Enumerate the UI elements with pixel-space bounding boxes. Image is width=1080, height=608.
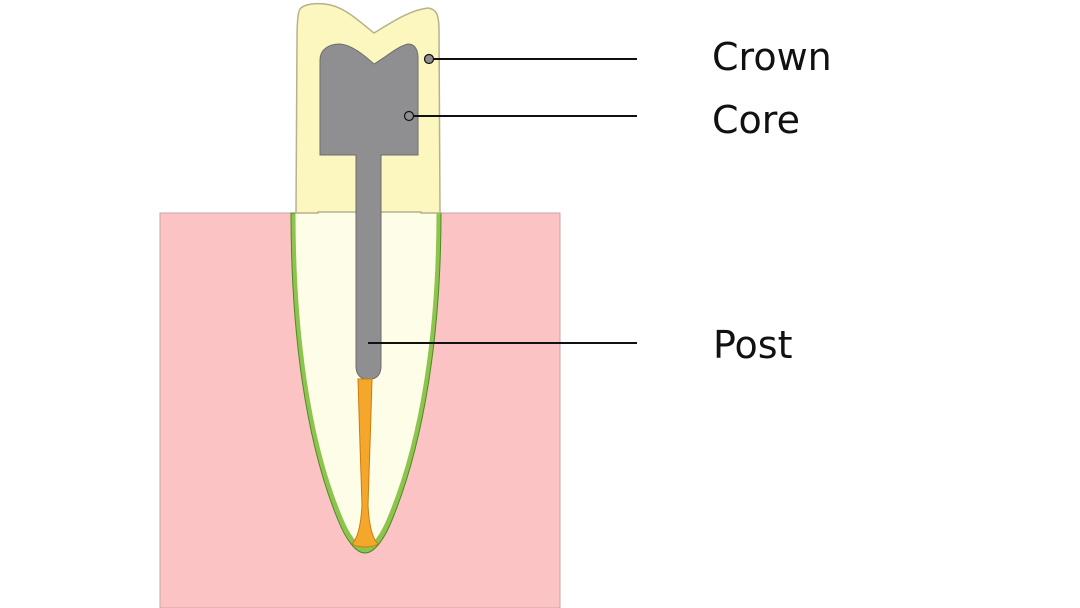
core-label: Core xyxy=(712,98,800,142)
canal-filling xyxy=(351,378,379,548)
crown-label: Crown xyxy=(712,35,832,79)
crown-leader-dot xyxy=(423,53,435,65)
core-leader-dot xyxy=(403,110,415,122)
post-label: Post xyxy=(713,323,793,367)
